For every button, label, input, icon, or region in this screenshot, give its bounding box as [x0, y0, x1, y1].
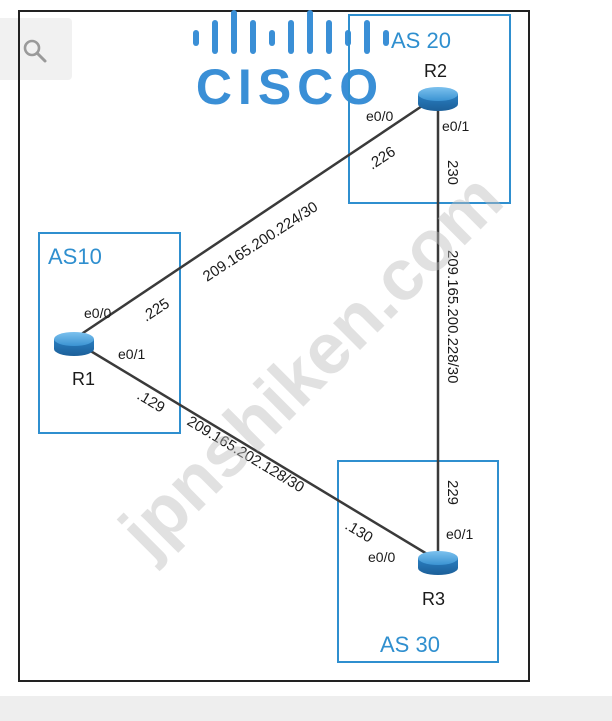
- router-name-r3: R3: [422, 589, 445, 609]
- cisco-logo: CISCO: [193, 10, 389, 115]
- router-name-r2: R2: [424, 61, 447, 81]
- as30-label: AS 30: [380, 632, 440, 657]
- host-label-r1-r2-b: .226: [365, 143, 399, 173]
- router-r1[interactable]: [54, 332, 94, 356]
- router-r2[interactable]: [418, 87, 458, 111]
- router-icon: [54, 332, 94, 356]
- as20-box: [348, 14, 511, 204]
- router-icon: [418, 87, 458, 111]
- subnet-label-r2-r3: 209.165.200.228/30: [444, 250, 461, 383]
- interface-label-r3-e0-1: e0/1: [446, 526, 473, 542]
- host-label-r1-r3-a: .129: [134, 387, 168, 417]
- host-label-r2-r3-a: 230: [444, 160, 461, 185]
- as30-box: [337, 460, 499, 663]
- interface-label-r2-e0-0: e0/0: [366, 108, 393, 124]
- router-icon: [418, 551, 458, 575]
- interface-label-r1-e0-1: e0/1: [118, 346, 145, 362]
- bottom-strip: [0, 696, 612, 721]
- diagram-frame: [18, 10, 530, 682]
- search-button[interactable]: [0, 18, 72, 80]
- as20-label: AS 20: [391, 28, 451, 53]
- cisco-logo-text: CISCO: [196, 59, 384, 115]
- interface-label-r2-e0-1: e0/1: [442, 118, 469, 134]
- as10-box: [38, 232, 181, 434]
- interface-label-r1-e0-0: e0/0: [84, 305, 111, 321]
- link-r1-r3: [73, 339, 438, 562]
- link-r1-r2: [73, 94, 438, 341]
- host-label-r2-r3-b: 229: [444, 480, 461, 505]
- search-icon: [23, 39, 47, 63]
- router-name-r1: R1: [72, 369, 95, 389]
- as10-label: AS10: [48, 244, 102, 269]
- interface-label-r3-e0-0: e0/0: [368, 549, 395, 565]
- host-label-r1-r2-a: .225: [139, 295, 173, 325]
- router-r3[interactable]: [418, 551, 458, 575]
